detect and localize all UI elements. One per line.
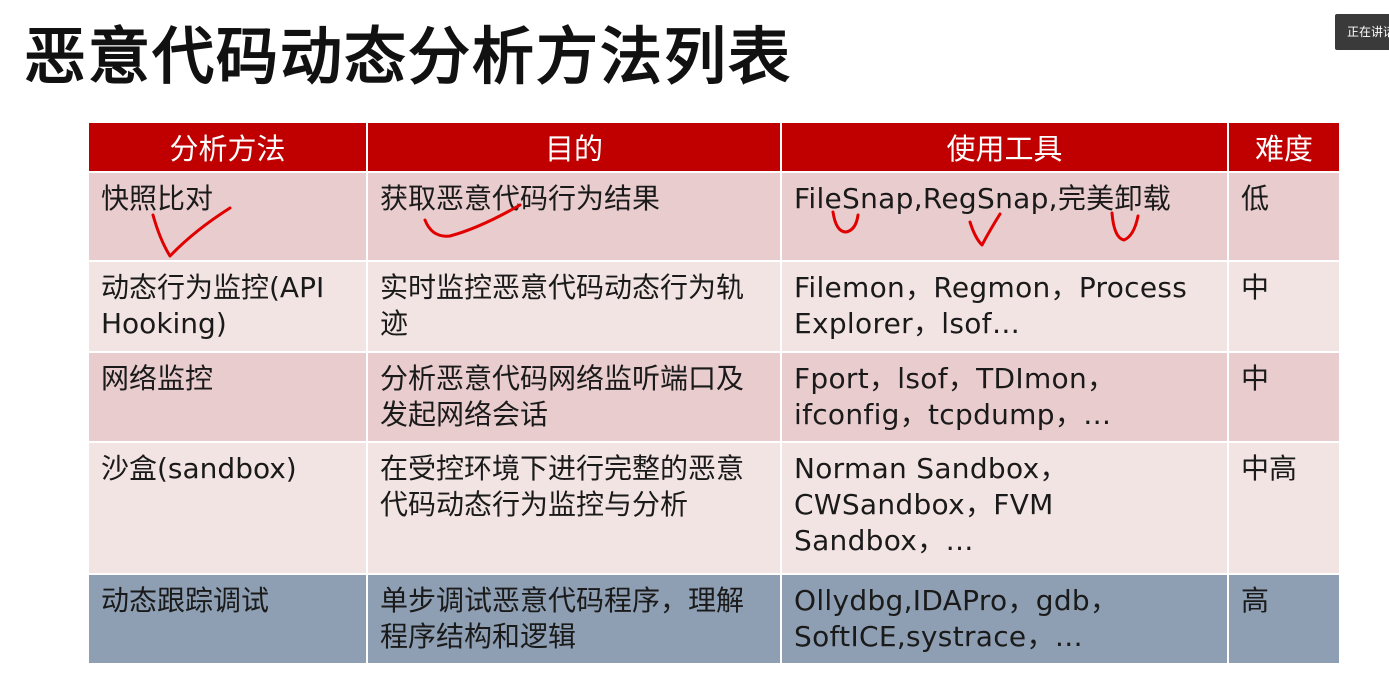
cell-method: 动态行为监控(API Hooking) <box>87 260 368 353</box>
table-row: 网络监控 分析恶意代码网络监听端口及发起网络会话 Fport，lsof，TDIm… <box>87 351 1341 443</box>
table-row: 动态行为监控(API Hooking) 实时监控恶意代码动态行为轨迹 Filem… <box>87 260 1341 353</box>
header-method: 分析方法 <box>87 121 368 173</box>
cell-method: 动态跟踪调试 <box>87 573 368 665</box>
table-header-row: 分析方法 目的 使用工具 难度 <box>87 121 1341 173</box>
speaking-indicator: 正在讲话 <box>1335 14 1389 50</box>
cell-difficulty: 高 <box>1227 573 1341 665</box>
table-row: 沙盒(sandbox) 在受控环境下进行完整的恶意代码动态行为监控与分析 Nor… <box>87 441 1341 575</box>
analysis-methods-table: 分析方法 目的 使用工具 难度 快照比对 获取恶意代码行为结果 FileSnap… <box>87 121 1341 665</box>
cell-tools: Ollydbg,IDAPro，gdb，SoftICE,systrace，… <box>780 573 1229 665</box>
cell-purpose: 在受控环境下进行完整的恶意代码动态行为监控与分析 <box>366 441 782 575</box>
cell-tools: Fport，lsof，TDImon，ifconfig，tcpdump，… <box>780 351 1229 443</box>
cell-purpose: 实时监控恶意代码动态行为轨迹 <box>366 260 782 353</box>
header-purpose: 目的 <box>366 121 782 173</box>
cell-purpose: 获取恶意代码行为结果 <box>366 171 782 262</box>
cell-difficulty: 低 <box>1227 171 1341 262</box>
header-difficulty: 难度 <box>1227 121 1341 173</box>
table-row: 快照比对 获取恶意代码行为结果 FileSnap,RegSnap,完美卸载 低 <box>87 171 1341 262</box>
cell-tools: FileSnap,RegSnap,完美卸载 <box>780 171 1229 262</box>
cell-tools: Norman Sandbox，CWSandbox，FVM Sandbox，… <box>780 441 1229 575</box>
cell-method: 快照比对 <box>87 171 368 262</box>
cell-difficulty: 中高 <box>1227 441 1341 575</box>
cell-purpose: 单步调试恶意代码程序，理解程序结构和逻辑 <box>366 573 782 665</box>
cell-difficulty: 中 <box>1227 351 1341 443</box>
table-row: 动态跟踪调试 单步调试恶意代码程序，理解程序结构和逻辑 Ollydbg,IDAP… <box>87 573 1341 665</box>
page-title: 恶意代码动态分析方法列表 <box>24 20 793 93</box>
cell-purpose: 分析恶意代码网络监听端口及发起网络会话 <box>366 351 782 443</box>
cell-method: 网络监控 <box>87 351 368 443</box>
cell-tools: Filemon，Regmon，Process Explorer，lsof… <box>780 260 1229 353</box>
header-tools: 使用工具 <box>780 121 1229 173</box>
cell-difficulty: 中 <box>1227 260 1341 353</box>
cell-method: 沙盒(sandbox) <box>87 441 368 575</box>
